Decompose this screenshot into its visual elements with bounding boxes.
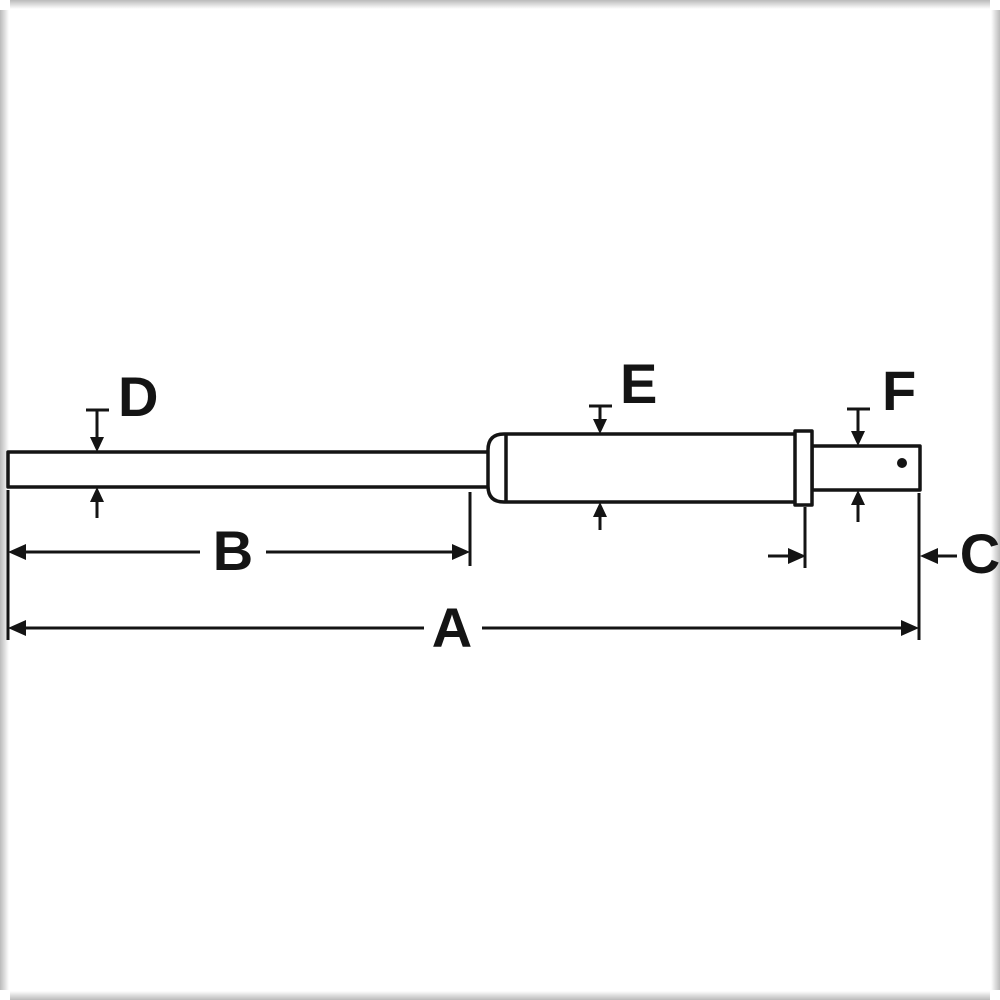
dim-c-right-arrow [920, 548, 938, 564]
narrow-rod-section [6, 450, 492, 489]
flange-ring [793, 429, 814, 507]
dim-b-left-arrow [8, 544, 26, 560]
dimension-overall-length: A [8, 596, 919, 659]
dim-e-top-arrow [593, 419, 607, 434]
end-stub-section [810, 444, 922, 492]
shaft-outline [6, 429, 922, 507]
main-body-section [486, 432, 798, 504]
dim-label-f: F [882, 359, 916, 422]
dimension-body-diameter: E [589, 352, 657, 530]
dim-f-top-arrow [851, 431, 865, 446]
extension-lines [6, 490, 921, 640]
dim-label-e: E [620, 352, 657, 415]
dim-label-b: B [213, 519, 253, 582]
dimension-rod-length: B [8, 519, 470, 582]
dim-e-bottom-arrow [593, 502, 607, 517]
dim-label-a: A [432, 596, 472, 659]
dimension-rod-diameter: D [86, 365, 158, 518]
dim-label-d: D [118, 365, 158, 428]
dimension-end-diameter: F [847, 359, 916, 522]
dim-d-top-arrow [90, 437, 104, 452]
dim-label-c: C [960, 522, 1000, 585]
dim-d-bottom-arrow [90, 487, 104, 502]
dim-f-bottom-arrow [851, 490, 865, 505]
dim-a-left-arrow [8, 620, 26, 636]
dim-b-right-arrow [452, 544, 470, 560]
dim-c-left-arrow [788, 548, 806, 564]
pin-hole-dot [897, 458, 907, 468]
dimension-end-length: C [768, 522, 1000, 585]
dim-a-right-arrow [901, 620, 919, 636]
